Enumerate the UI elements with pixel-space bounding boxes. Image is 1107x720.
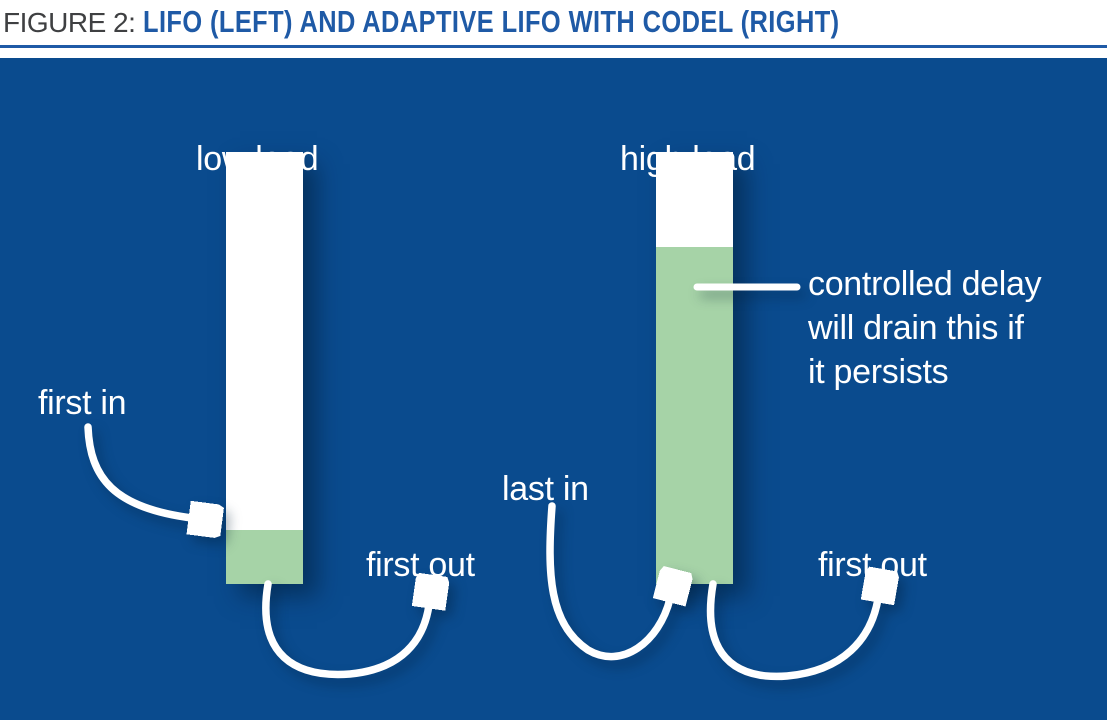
low-load-label: low load xyxy=(196,140,319,178)
high-load-label: high load xyxy=(620,140,756,178)
first-in-label: first in xyxy=(38,384,127,422)
title-rule xyxy=(0,45,1107,48)
figure-label: FIGURE 2: xyxy=(3,7,136,38)
codel-annotation: controlled delay will drain this if it p… xyxy=(808,262,1042,394)
diagram-panel: low load high load first in first out la… xyxy=(0,58,1107,720)
left-queue-green-fill xyxy=(226,530,303,584)
first-out-right-arrow xyxy=(706,584,878,681)
first-out-left-label: first out xyxy=(366,546,475,584)
codel-annotation-line: controlled delay xyxy=(808,265,1042,303)
left-queue-bar xyxy=(226,152,303,584)
first-out-left-arrow xyxy=(262,584,429,679)
flow-arrows xyxy=(84,283,1107,681)
right-queue-bar xyxy=(656,152,733,584)
last-in-label: last in xyxy=(502,470,589,508)
figure-title: LIFO (LEFT) AND ADAPTIVE LIFO WITH CODEL… xyxy=(143,4,840,39)
first-out-right-label: first out xyxy=(818,546,927,584)
codel-annotation-line: will drain this if xyxy=(808,309,1024,347)
codel-annotation-line: it persists xyxy=(808,353,949,391)
last-in-arrow xyxy=(546,502,670,661)
first-in-arrow xyxy=(84,423,192,518)
figure-header: FIGURE 2:LIFO (LEFT) AND ADAPTIVE LIFO W… xyxy=(3,4,993,40)
right-queue-green-fill xyxy=(656,247,733,584)
